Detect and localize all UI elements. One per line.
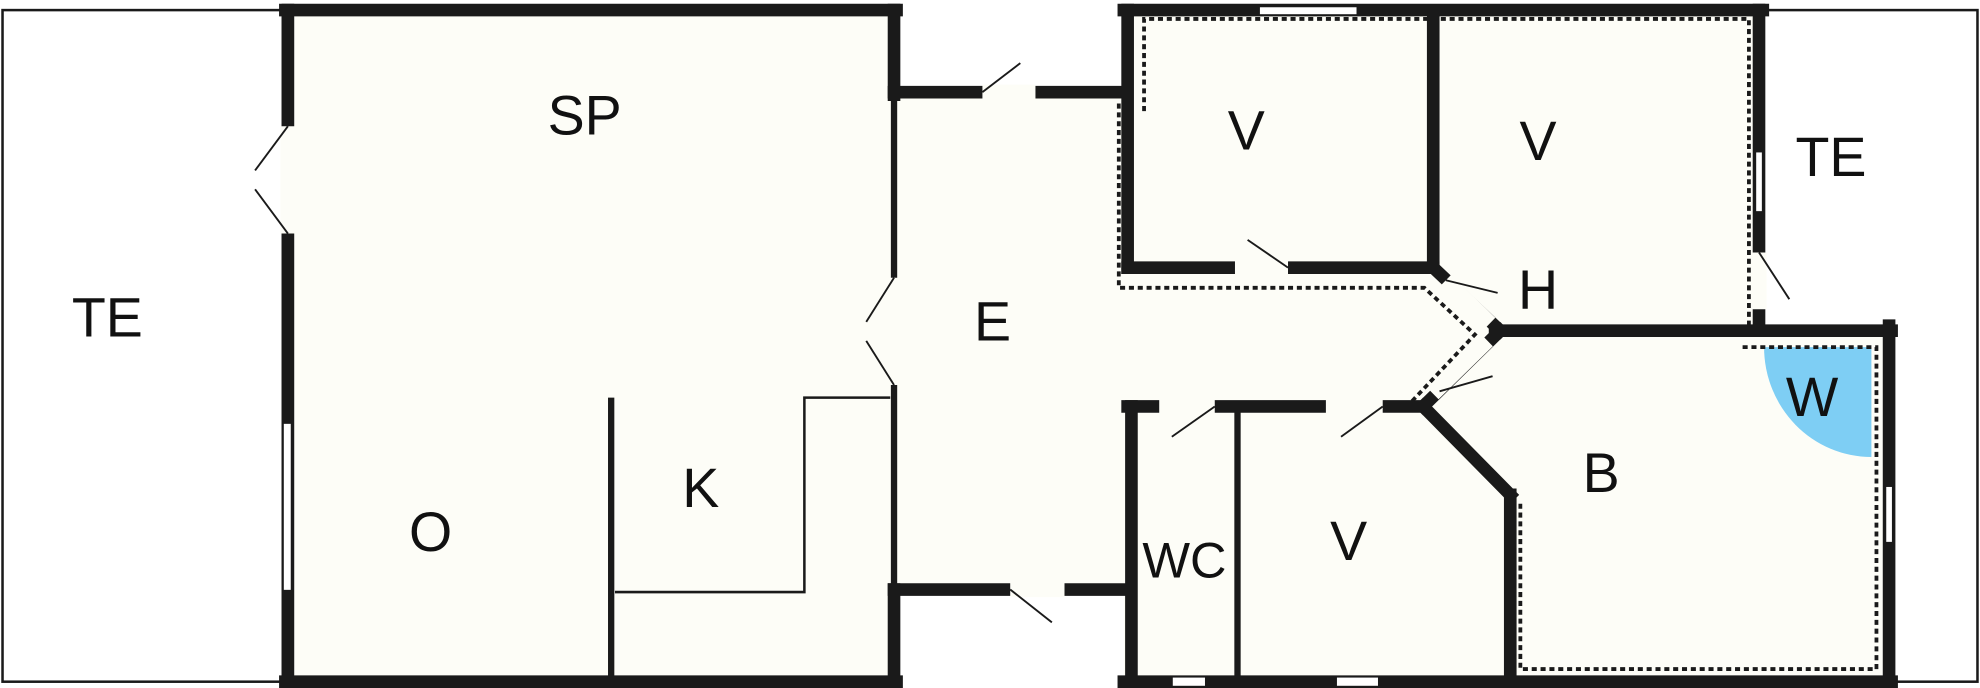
room-label-te-left: TE (72, 287, 143, 349)
room-label-v3: V (1330, 510, 1367, 572)
room-label-v2: V (1520, 110, 1557, 172)
w-area (1764, 347, 1872, 457)
door-openings (280, 84, 1767, 598)
room-label-w: W (1786, 366, 1839, 428)
room-label-o: O (409, 501, 452, 563)
room-label-sp: SP (548, 85, 622, 147)
door-swings (254, 62, 1791, 624)
room-label-b: B (1583, 442, 1620, 504)
room-label-k: K (682, 457, 719, 519)
windows (281, 5, 1894, 688)
dashed-lines (1116, 17, 1879, 671)
room-label-te-right: TE (1795, 126, 1866, 188)
room-label-wc: WC (1142, 532, 1226, 589)
room-label-v1: V (1228, 100, 1265, 162)
room-label-e: E (974, 290, 1011, 352)
floor-area (285, 10, 1892, 682)
room-label-h: H (1518, 259, 1558, 321)
